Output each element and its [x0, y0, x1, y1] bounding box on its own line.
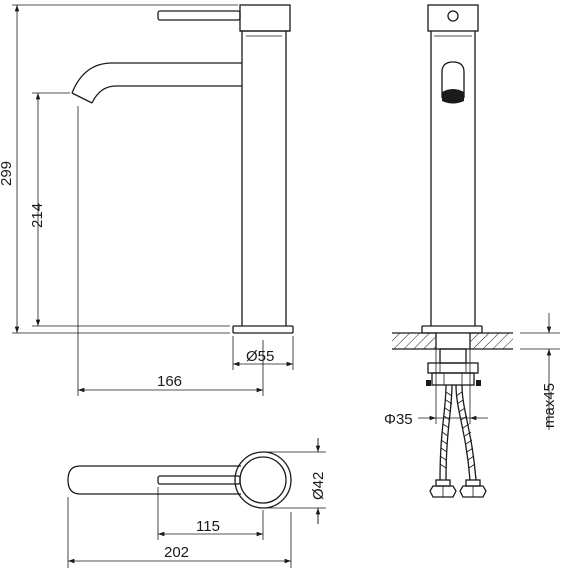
front-handle-pivot — [447, 10, 459, 22]
top-spout — [67, 465, 241, 495]
hose-right-outer — [461, 384, 477, 481]
dim-label-214: 214 — [29, 203, 46, 228]
front-base — [421, 325, 483, 334]
dim-label-max45: max45 — [541, 383, 558, 428]
side-spout-bottom — [91, 85, 242, 104]
top-base-circle — [234, 451, 292, 509]
dim-max-mount-thickness: max45 — [520, 313, 560, 430]
hose-right-inner — [455, 384, 471, 481]
dim-overall-length: 202 — [67, 497, 292, 568]
front-spout-aerator — [442, 89, 464, 104]
hose-right-ferrule — [465, 479, 481, 487]
hose-left-nut — [429, 485, 457, 498]
front-cartridge-cap — [427, 4, 479, 32]
dim-label-299: 299 — [0, 161, 15, 186]
fixing-washer — [431, 372, 475, 386]
top-view — [67, 451, 292, 509]
side-cartridge-cap — [239, 4, 291, 32]
side-handle-lever — [157, 10, 241, 21]
dim-handle-offset: 115 — [157, 487, 264, 540]
front-spout-neck — [441, 61, 465, 98]
top-cartridge-circle — [239, 456, 287, 504]
side-spout-outlet — [71, 92, 93, 104]
hose-left-inner — [445, 384, 453, 481]
dim-top-diameter: Ø42 — [263, 438, 327, 524]
threaded-stem — [439, 348, 467, 364]
dim-spout-height: 214 — [29, 92, 230, 327]
side-view — [71, 4, 294, 334]
dim-label-202: 202 — [164, 544, 189, 561]
dim-label-55: Ø55 — [246, 348, 274, 365]
fixing-nut — [427, 362, 479, 374]
dim-label-42: Ø42 — [310, 472, 327, 500]
top-handle-lever — [157, 475, 241, 485]
side-base — [232, 325, 294, 334]
hose-left-ferrule — [435, 479, 451, 487]
side-spout-top — [71, 62, 242, 94]
dim-label-166: 166 — [157, 373, 182, 390]
hose-left-outer — [439, 384, 447, 481]
dim-label-115: 115 — [196, 518, 220, 535]
dim-label-35: Φ35 — [384, 411, 413, 428]
dim-hole-diameter: Φ35 — [384, 349, 488, 428]
hose-right-nut — [459, 485, 487, 498]
dim-spout-reach: 166 — [77, 106, 264, 396]
dim-overall-height: 299 — [0, 4, 238, 334]
